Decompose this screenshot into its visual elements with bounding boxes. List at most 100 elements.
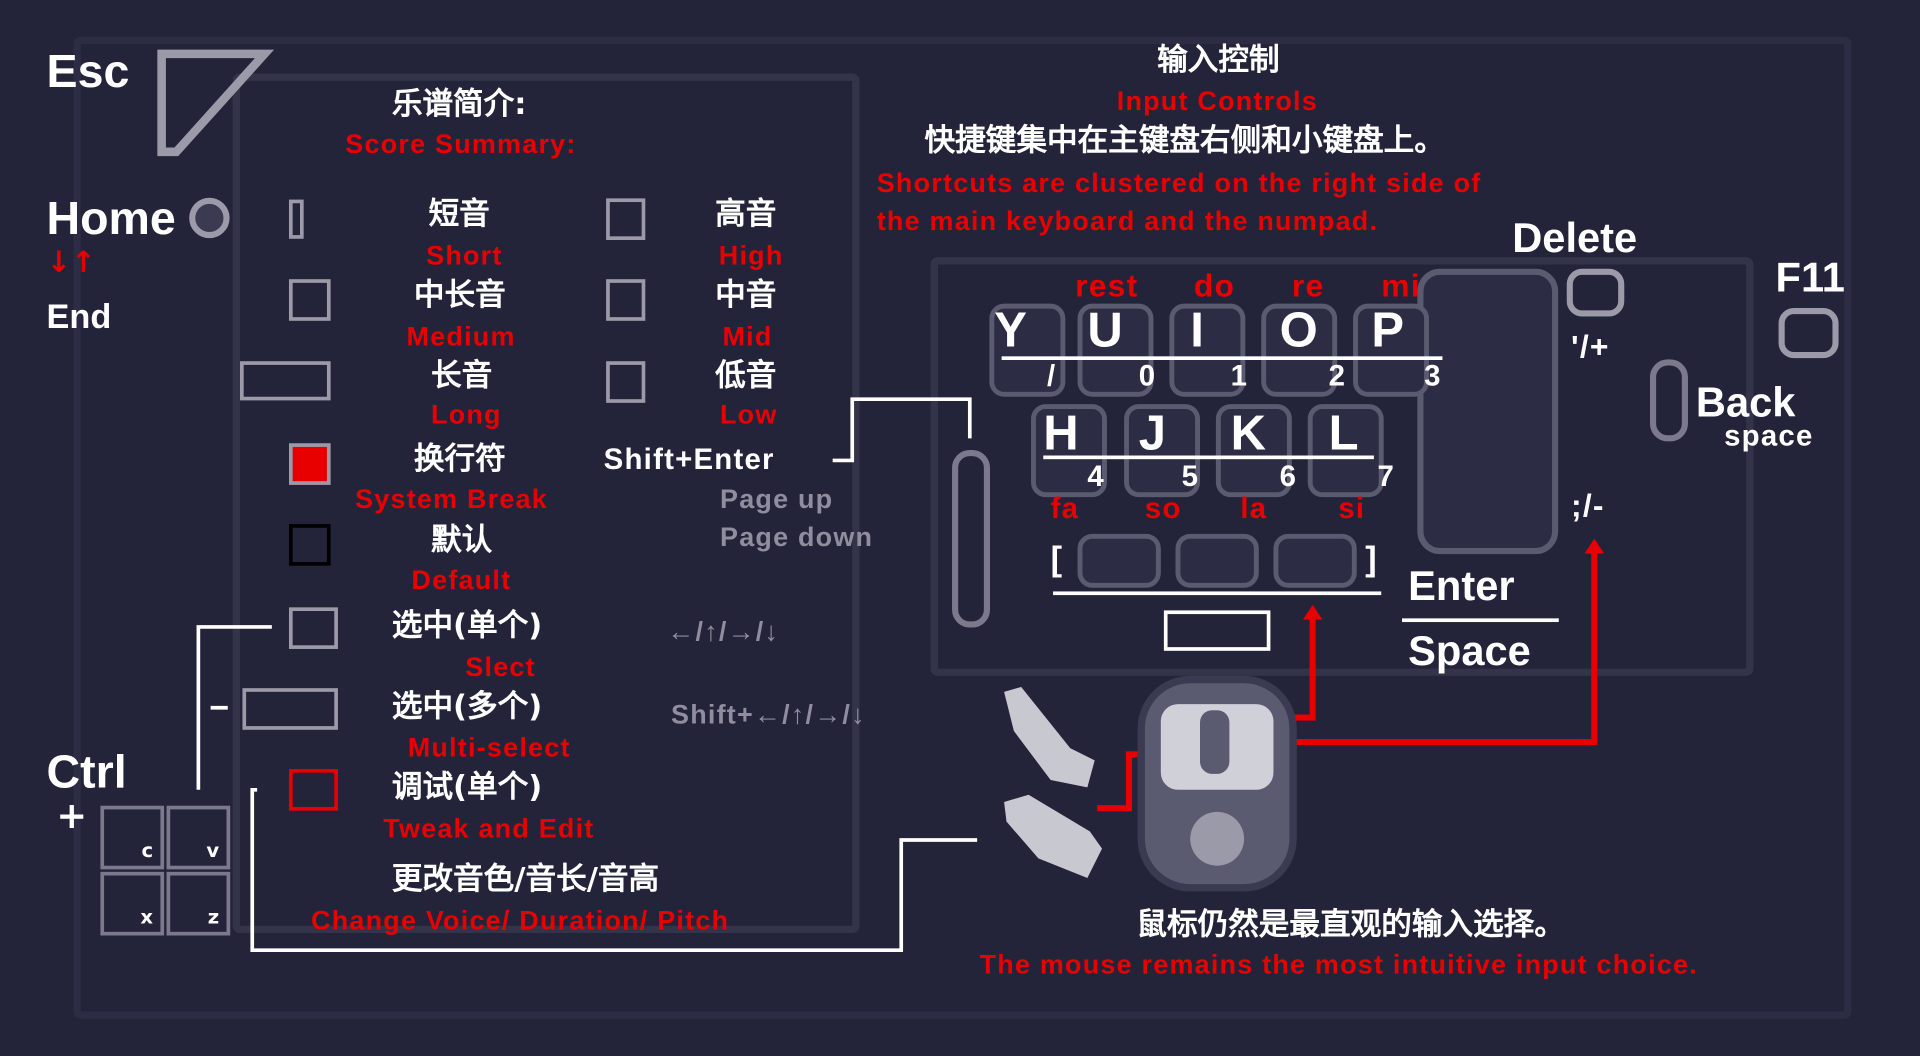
- ctrl-key-label: Ctrl: [46, 746, 127, 799]
- key-v: v: [206, 838, 220, 863]
- default-en: Default: [411, 564, 512, 596]
- key-j-label: J: [1138, 406, 1167, 461]
- home-key-label: Home: [46, 193, 176, 245]
- key-bracket-3: [1273, 533, 1357, 588]
- divider: [1043, 455, 1374, 460]
- note-fa: fa: [1050, 492, 1080, 526]
- key-x: x: [140, 904, 154, 929]
- key-l: [1307, 404, 1384, 498]
- short-note-icon: [288, 199, 304, 239]
- default-icon: [288, 524, 331, 566]
- tweak-en: Tweak and Edit: [383, 813, 595, 844]
- num-7: 7: [1377, 460, 1396, 494]
- long-en: Long: [431, 399, 502, 430]
- low-zh: 低音: [715, 357, 777, 394]
- note-do: do: [1193, 266, 1236, 304]
- delete-key-label: Delete: [1512, 215, 1638, 263]
- key-bracket-1: [1077, 533, 1161, 588]
- input-title-zh: 输入控制: [1157, 41, 1280, 78]
- mouse-en: The mouse remains the most intuitive inp…: [979, 948, 1698, 980]
- backspace-key-label-2: space: [1724, 420, 1814, 454]
- bracket-left-key: [: [1050, 540, 1064, 578]
- delete-key-icon: [1566, 268, 1625, 317]
- semicolon-minus-key: ;/-: [1571, 487, 1605, 525]
- divider: [1053, 591, 1382, 596]
- note-si: si: [1338, 492, 1366, 526]
- f11-key-label: F11: [1775, 254, 1845, 302]
- default-zh: 默认: [431, 521, 493, 558]
- multi-select-zh: 选中(多个): [391, 688, 543, 724]
- key-h: [1031, 404, 1107, 498]
- select-icon: [288, 607, 338, 649]
- plus-sign: +: [56, 794, 88, 838]
- num-6: 6: [1279, 460, 1298, 494]
- multi-select-en: Multi-select: [407, 732, 571, 763]
- f11-key-icon: [1778, 307, 1839, 359]
- num-1: 1: [1230, 360, 1249, 394]
- select-zh: 选中(单个): [391, 607, 543, 643]
- key-i-label: I: [1190, 303, 1204, 358]
- key-o-label: O: [1279, 303, 1318, 358]
- note-rest: rest: [1075, 266, 1139, 304]
- numpad-enter-icon: [1417, 268, 1559, 555]
- divider: [1402, 618, 1559, 623]
- num-0: 0: [1138, 360, 1157, 394]
- medium-zh: 中长音: [413, 276, 506, 313]
- note-la: la: [1240, 492, 1268, 526]
- end-key-label: End: [46, 297, 112, 336]
- system-break-en: System Break: [355, 483, 549, 515]
- num-slash: /: [1046, 360, 1057, 394]
- change-zh: 更改音色/音长/音高: [391, 860, 660, 897]
- input-desc-zh: 快捷键集中在主键盘右侧和小键盘上。: [924, 122, 1445, 158]
- shift-enter-key: Shift+Enter: [603, 443, 775, 477]
- tweak-zh: 调试(单个): [391, 768, 543, 805]
- high-en: High: [718, 240, 784, 271]
- key-p-label: P: [1371, 303, 1405, 358]
- enter-key-label: Enter: [1408, 563, 1515, 610]
- score-title-en: Score Summary:: [345, 128, 577, 160]
- low-en: Low: [720, 399, 778, 430]
- select-en: Slect: [465, 651, 536, 683]
- space-bar-icon: [1163, 610, 1271, 651]
- key-u: [1077, 303, 1154, 397]
- quote-plus-key: '/+: [1571, 328, 1610, 365]
- bracket-right-key: ]: [1365, 540, 1378, 578]
- long-zh: 长音: [431, 357, 493, 394]
- scroll-bar-icon: [952, 450, 991, 628]
- key-y-label: Y: [994, 303, 1027, 358]
- note-re: re: [1291, 266, 1325, 304]
- num-4: 4: [1087, 460, 1105, 494]
- short-zh: 短音: [428, 195, 490, 232]
- multi-select-keys: Shift+←/↑/→/↓: [671, 699, 866, 730]
- system-break-icon: [288, 443, 331, 485]
- mid-pitch-icon: [606, 279, 646, 321]
- key-k: [1215, 404, 1292, 498]
- long-note-icon: [240, 361, 331, 401]
- back-triangle-icon: [157, 49, 275, 157]
- key-i: [1169, 303, 1246, 397]
- home-dial-icon: [189, 197, 230, 239]
- change-en: Change Voice/ Duration/ Pitch: [311, 904, 730, 936]
- score-title-zh: 乐谱简介:: [391, 85, 527, 122]
- backspace-key-icon: [1650, 359, 1688, 442]
- space-key-label: Space: [1408, 628, 1531, 675]
- mid-en: Mid: [722, 320, 773, 352]
- clicking-hand-icon: [1004, 794, 1103, 878]
- backspace-key-label: Back: [1695, 379, 1796, 427]
- medium-en: Medium: [406, 320, 516, 352]
- key-h-label: H: [1043, 406, 1079, 461]
- select-keys: ←/↑/→/↓: [667, 615, 780, 647]
- key-p: [1353, 303, 1429, 397]
- mid-zh: 中音: [715, 276, 777, 313]
- page-down-key: Page down: [720, 521, 874, 553]
- input-desc-en-2: the main keyboard and the numpad.: [876, 205, 1379, 237]
- esc-key-label: Esc: [46, 46, 130, 98]
- pointing-hand-icon: [1004, 686, 1095, 788]
- high-pitch-icon: [606, 198, 646, 241]
- key-c: c: [141, 838, 154, 863]
- high-zh: 高音: [715, 195, 777, 232]
- input-desc-en-1: Shortcuts are clustered on the right sid…: [876, 167, 1482, 199]
- key-u-label: U: [1087, 303, 1123, 358]
